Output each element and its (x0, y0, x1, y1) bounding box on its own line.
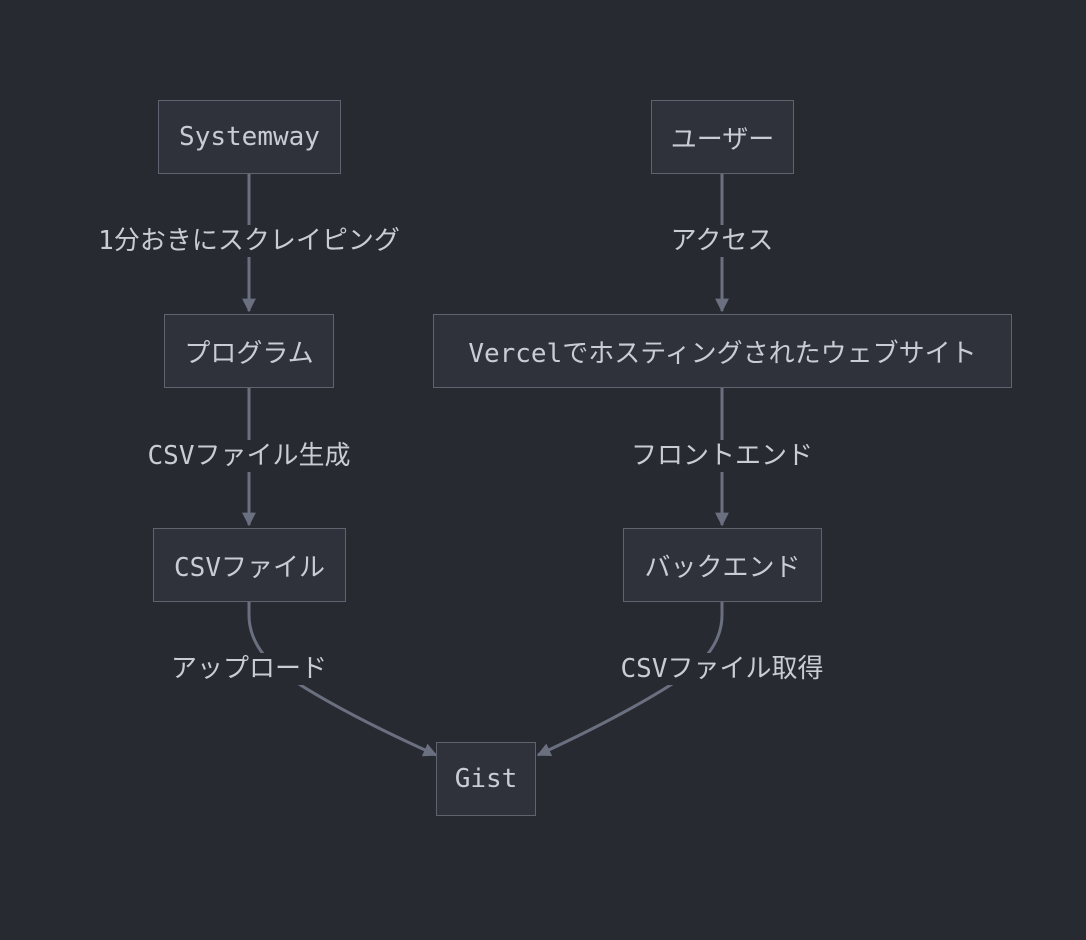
node-backend: バックエンド (623, 528, 822, 602)
node-gist: Gist (436, 742, 536, 816)
edge-label-csv-fetch: CSVファイル取得 (618, 653, 826, 685)
edge-label-upload: アップロード (168, 653, 330, 685)
edge-label-scraping: 1分おきにスクレイピング (96, 225, 402, 257)
node-csv-file: CSVファイル (153, 528, 346, 602)
node-program: プログラム (164, 314, 334, 388)
edge-label-csv-generate: CSVファイル生成 (145, 440, 353, 472)
node-systemway: Systemway (158, 100, 341, 174)
edge-label-frontend: フロントエンド (628, 440, 816, 472)
node-vercel-website: Vercelでホスティングされたウェブサイト (433, 314, 1012, 388)
edge-label-access: アクセス (668, 225, 776, 257)
node-user: ユーザー (651, 100, 794, 174)
